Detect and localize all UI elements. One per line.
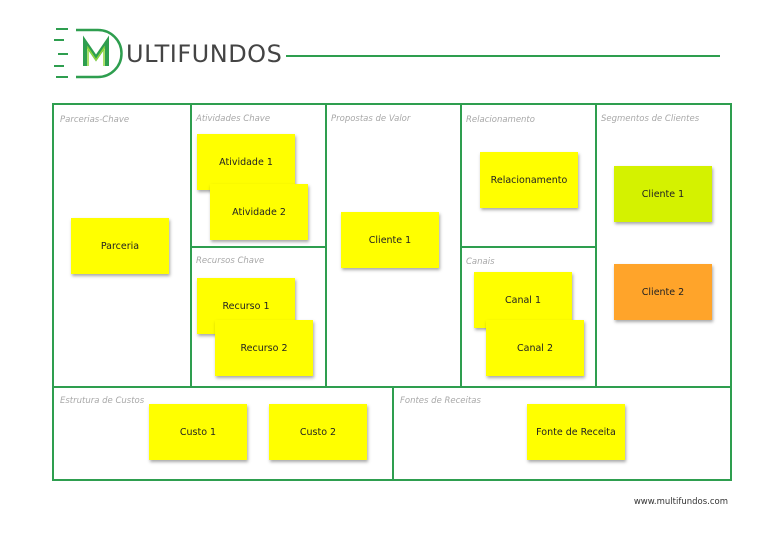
note-parceria[interactable]: Parceria: [71, 218, 169, 274]
section-label-relacionamento: Relacionamento: [466, 115, 535, 125]
section-label-receitas: Fontes de Receitas: [400, 396, 481, 406]
section-label-atividades: Atividades Chave: [196, 114, 271, 124]
logo-wordmark: ULTIFUNDOS: [126, 40, 283, 68]
footer-url[interactable]: www.multifundos.com: [633, 497, 728, 507]
section-label-canais: Canais: [466, 257, 495, 267]
multifundos-logo: [54, 28, 123, 79]
divider: [460, 246, 597, 248]
section-label-parcerias: Parcerias-Chave: [60, 115, 130, 125]
divider: [392, 386, 394, 479]
note-custo-2[interactable]: Custo 2: [269, 404, 367, 460]
note-atividade-1[interactable]: Atividade 1: [197, 134, 295, 190]
business-model-canvas: Parcerias-Chave Atividades Chave Recurso…: [52, 103, 732, 481]
note-cliente-1[interactable]: Cliente 1: [614, 166, 712, 222]
header-divider: [286, 55, 720, 57]
logo-speed-lines: [54, 28, 68, 78]
note-cliente-2[interactable]: Cliente 2: [614, 264, 712, 320]
note-cliente-proposta[interactable]: Cliente 1: [341, 212, 439, 268]
note-recurso-2[interactable]: Recurso 2: [215, 320, 313, 376]
note-custo-1[interactable]: Custo 1: [149, 404, 247, 460]
logo-circle-mark: [76, 28, 123, 79]
note-canal-1[interactable]: Canal 1: [474, 272, 572, 328]
note-relacionamento[interactable]: Relacionamento: [480, 152, 578, 208]
divider: [190, 246, 327, 248]
section-label-segmentos: Segmentos de Clientes: [601, 114, 700, 124]
section-label-propostas: Propostas de Valor: [331, 114, 411, 124]
section-label-recursos: Recursos Chave: [196, 256, 265, 266]
section-label-custos: Estrutura de Custos: [60, 396, 145, 406]
note-fonte-receita[interactable]: Fonte de Receita: [527, 404, 625, 460]
note-atividade-2[interactable]: Atividade 2: [210, 184, 308, 240]
logo-m-mark: [83, 35, 109, 66]
note-canal-2[interactable]: Canal 2: [486, 320, 584, 376]
